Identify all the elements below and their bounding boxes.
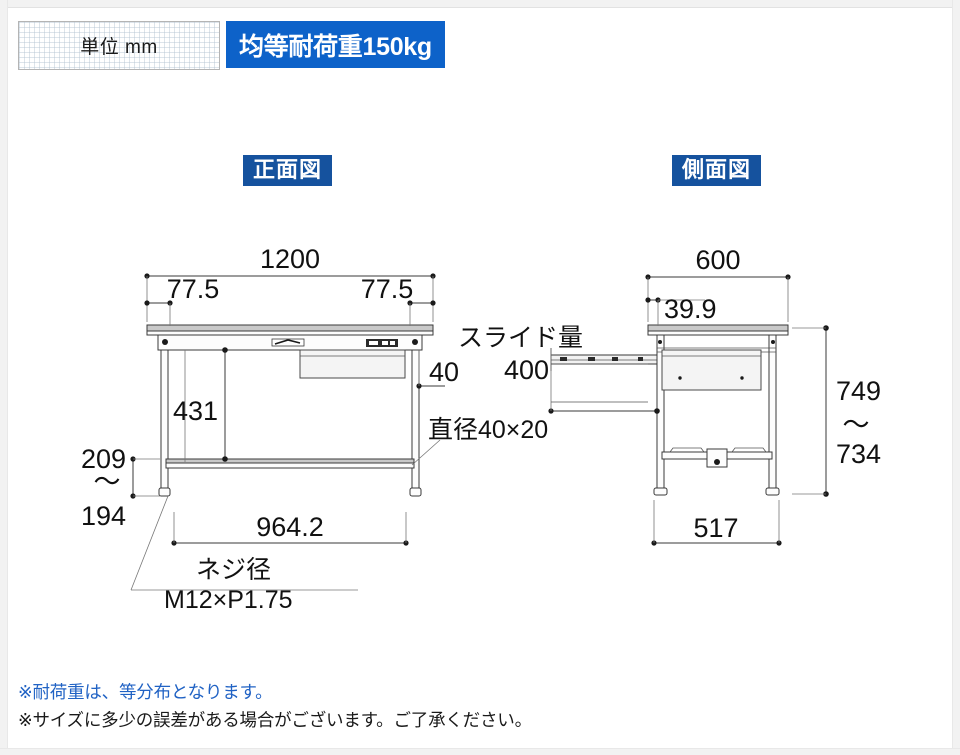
dim-foot-span: 517 (693, 513, 738, 543)
front-view-title: 正面図 (243, 155, 333, 186)
dim-inset-right: 77.5 (361, 274, 414, 304)
load-capacity-badge: 均等耐荷重150kg (226, 21, 445, 68)
front-foot-right (409, 487, 422, 497)
front-leg-left (160, 349, 169, 491)
dim-shelf-width: 964.2 (256, 512, 324, 542)
dim-foot-range-top: 209 (81, 444, 126, 474)
side-view-title: 側面図 (672, 155, 762, 186)
front-drawer (299, 349, 406, 379)
side-view-geometry (551, 324, 789, 496)
unit-label-text: 単位 mm (80, 37, 158, 58)
note-size-tolerance: ※サイズに多少の誤差がある場合がございます。ご了承ください。 (18, 710, 532, 730)
label-screw-diameter: ネジ径 (196, 556, 271, 584)
front-view-geometry (146, 324, 434, 497)
dim-height-tilde: 〜 (843, 410, 870, 440)
dim-foot-range-bot: 194 (81, 501, 126, 531)
page-left-edge (0, 0, 8, 755)
front-view-dimensions: 1200 77.5 77.5 431 40 (81, 244, 548, 614)
dim-slide-value: 400 (504, 355, 549, 385)
front-foot-left (158, 487, 171, 497)
side-center-bracket (706, 448, 728, 468)
dim-top-overhang: 39.9 (664, 294, 717, 324)
page-bottom-edge (0, 748, 960, 755)
unit-label-box: 単位 mm (18, 21, 220, 70)
dim-clear-height: 431 (173, 396, 218, 426)
dim-height-bot: 734 (836, 439, 881, 469)
dim-depth: 600 (695, 245, 740, 275)
front-leg-right (411, 349, 420, 491)
side-foot-back (765, 487, 780, 496)
label-screw-spec: M12×P1.75 (164, 586, 293, 614)
dim-inset-left: 77.5 (167, 274, 220, 304)
dim-overall-width: 1200 (260, 244, 320, 274)
front-tabletop-body (146, 330, 434, 336)
dim-height-top: 749 (836, 376, 881, 406)
note-load-distribution: ※耐荷重は、等分布となります。 (18, 682, 273, 702)
side-leg-back (768, 334, 777, 491)
front-stretcher-top (165, 458, 415, 464)
label-slide-amount: スライド量 (458, 324, 583, 352)
front-tabletop-edge (146, 324, 434, 332)
label-caster: 直径40×20 (428, 416, 548, 444)
page-right-edge (952, 0, 960, 755)
dim-frame-height: 40 (429, 357, 459, 387)
side-tabletop-body (647, 330, 789, 336)
dim-foot-range-tilde: 〜 (94, 467, 121, 497)
front-stretcher-bot (165, 462, 415, 469)
front-apron-hardware (271, 338, 398, 347)
side-foot-front (653, 487, 668, 496)
side-tabletop-edge (647, 324, 789, 332)
slide-callout: スライド量 400 (458, 324, 662, 414)
side-view-dimensions: 600 39.9 749 〜 734 517 (645, 245, 881, 546)
side-drawer (661, 349, 762, 391)
page-top-edge (0, 0, 960, 8)
